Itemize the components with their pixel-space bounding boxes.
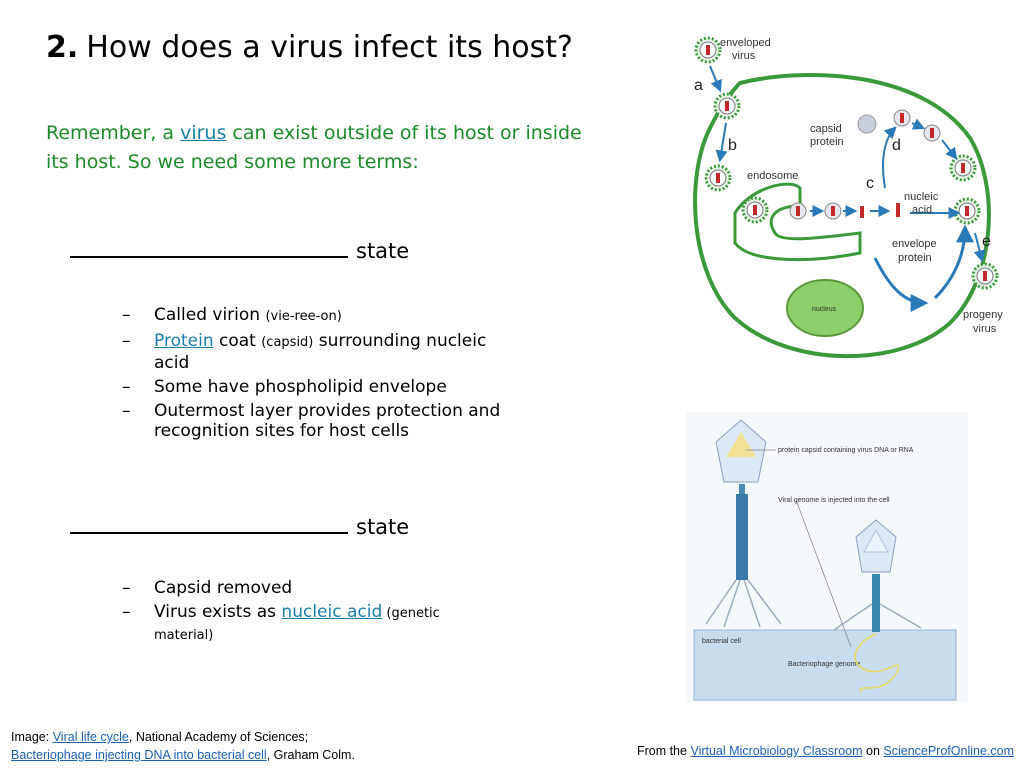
- capsid-icon: [824, 202, 842, 220]
- page-title: 2.How does a virus infect its host?: [46, 30, 573, 65]
- section2-heading: state: [70, 514, 409, 539]
- protein-link[interactable]: Protein: [154, 331, 214, 351]
- nucleic-acid-icon: [896, 203, 900, 217]
- capsid-icon: [789, 202, 807, 220]
- label-capsid: capsid: [810, 123, 842, 135]
- title-text: How does a virus infect its host?: [86, 30, 573, 65]
- nucleus: [786, 279, 864, 337]
- label-e: e: [982, 233, 991, 250]
- phage-tail: [872, 574, 880, 632]
- scienceprofonline-link[interactable]: ScienceProfOnline.com: [883, 744, 1014, 758]
- virus-link[interactable]: virus: [180, 122, 227, 144]
- nucleus-label: nucleus: [812, 306, 837, 313]
- label-a: a: [694, 77, 703, 94]
- capsid-icon: [923, 124, 941, 142]
- injected-dna: [854, 633, 900, 693]
- virus-attaching-icon: [713, 92, 741, 120]
- list-item: –Capsid removed: [122, 578, 293, 598]
- intro-text: Remember, a virus can exist outside of i…: [46, 119, 606, 177]
- intro-after: can exist outside of its host or inside …: [46, 122, 582, 173]
- section2-heading-text: state: [356, 515, 410, 539]
- list-item: –Protein coat (capsid) surrounding nucle…: [122, 331, 487, 373]
- phage-tail: [736, 494, 748, 580]
- label-envelope: envelope: [892, 238, 937, 250]
- viral-life-cycle-link[interactable]: Viral life cycle: [52, 730, 129, 744]
- virus-entering-icon: [704, 164, 732, 192]
- label-nucleic: nucleic: [904, 191, 939, 203]
- label-bacterial-cell: bacterial cell: [702, 638, 741, 645]
- bacterial-cell: [693, 629, 957, 701]
- intro-before: Remember, a: [46, 122, 181, 144]
- bacteriophage-diagram: bacterial cell Bacteriophage genome prot…: [686, 412, 968, 702]
- bacteriophage-link[interactable]: Bacteriophage injecting DNA into bacteri…: [11, 748, 267, 762]
- budding-virus-icon: [949, 154, 977, 182]
- section1-heading: state: [70, 238, 409, 263]
- nucleic-acid-icon: [860, 206, 864, 218]
- title-number: 2.: [46, 30, 79, 65]
- label-endosome: endosome: [747, 170, 798, 182]
- label-enveloped: enveloped: [720, 37, 771, 49]
- virus-in-endosome-icon: [741, 196, 769, 224]
- label-b: b: [728, 137, 737, 154]
- label-d: d: [892, 137, 901, 154]
- fill-in-blank-2: [70, 514, 348, 534]
- label-progeny-virus: virus: [973, 323, 997, 335]
- viral-life-cycle-diagram: nucleus enveloped virus a b c d e capsid…: [693, 36, 1003, 359]
- list-item: –Called virion (vie-ree-on): [122, 305, 342, 325]
- list-item: –Virus exists as nucleic acid (genetic m…: [122, 602, 440, 643]
- label-bacteriophage-genome: Bacteriophage genome: [788, 661, 860, 668]
- label-capsid-dna: protein capsid containing virus DNA or R…: [778, 447, 914, 454]
- label-protein: protein: [810, 136, 844, 148]
- list-item: –Some have phospholipid envelope: [122, 377, 447, 397]
- capsid-icon: [893, 109, 911, 127]
- image-credit: Image: Viral life cycle, National Academ…: [11, 730, 355, 762]
- label-virus: virus: [732, 50, 756, 62]
- progeny-virus-icon: [971, 262, 999, 290]
- source-credit: From the Virtual Microbiology Classroom …: [636, 744, 1014, 758]
- budding-virus-icon: [953, 197, 981, 225]
- label-acid: acid: [912, 204, 932, 216]
- section1-heading-text: state: [356, 239, 410, 263]
- fill-in-blank-1: [70, 238, 348, 258]
- section2-list: –Capsid removed –Virus exists as nucleic…: [122, 578, 502, 650]
- capsid-protein-icon: [857, 114, 877, 134]
- virtual-microbiology-classroom-link[interactable]: Virtual Microbiology Classroom: [690, 744, 863, 758]
- section1-list: –Called virion (vie-ree-on) –Protein coa…: [122, 305, 502, 445]
- label-genome-injected: Viral genome is injected into the cell: [778, 497, 890, 504]
- label-progeny: progeny: [963, 309, 1003, 321]
- label-c: c: [866, 175, 874, 192]
- nucleic-acid-link[interactable]: nucleic acid: [281, 602, 383, 622]
- list-item: –Outermost layer provides protection and…: [122, 401, 501, 441]
- label-envelope-protein: protein: [898, 252, 932, 264]
- cell-membrane: [693, 73, 991, 359]
- enveloped-virus-icon: [694, 36, 722, 64]
